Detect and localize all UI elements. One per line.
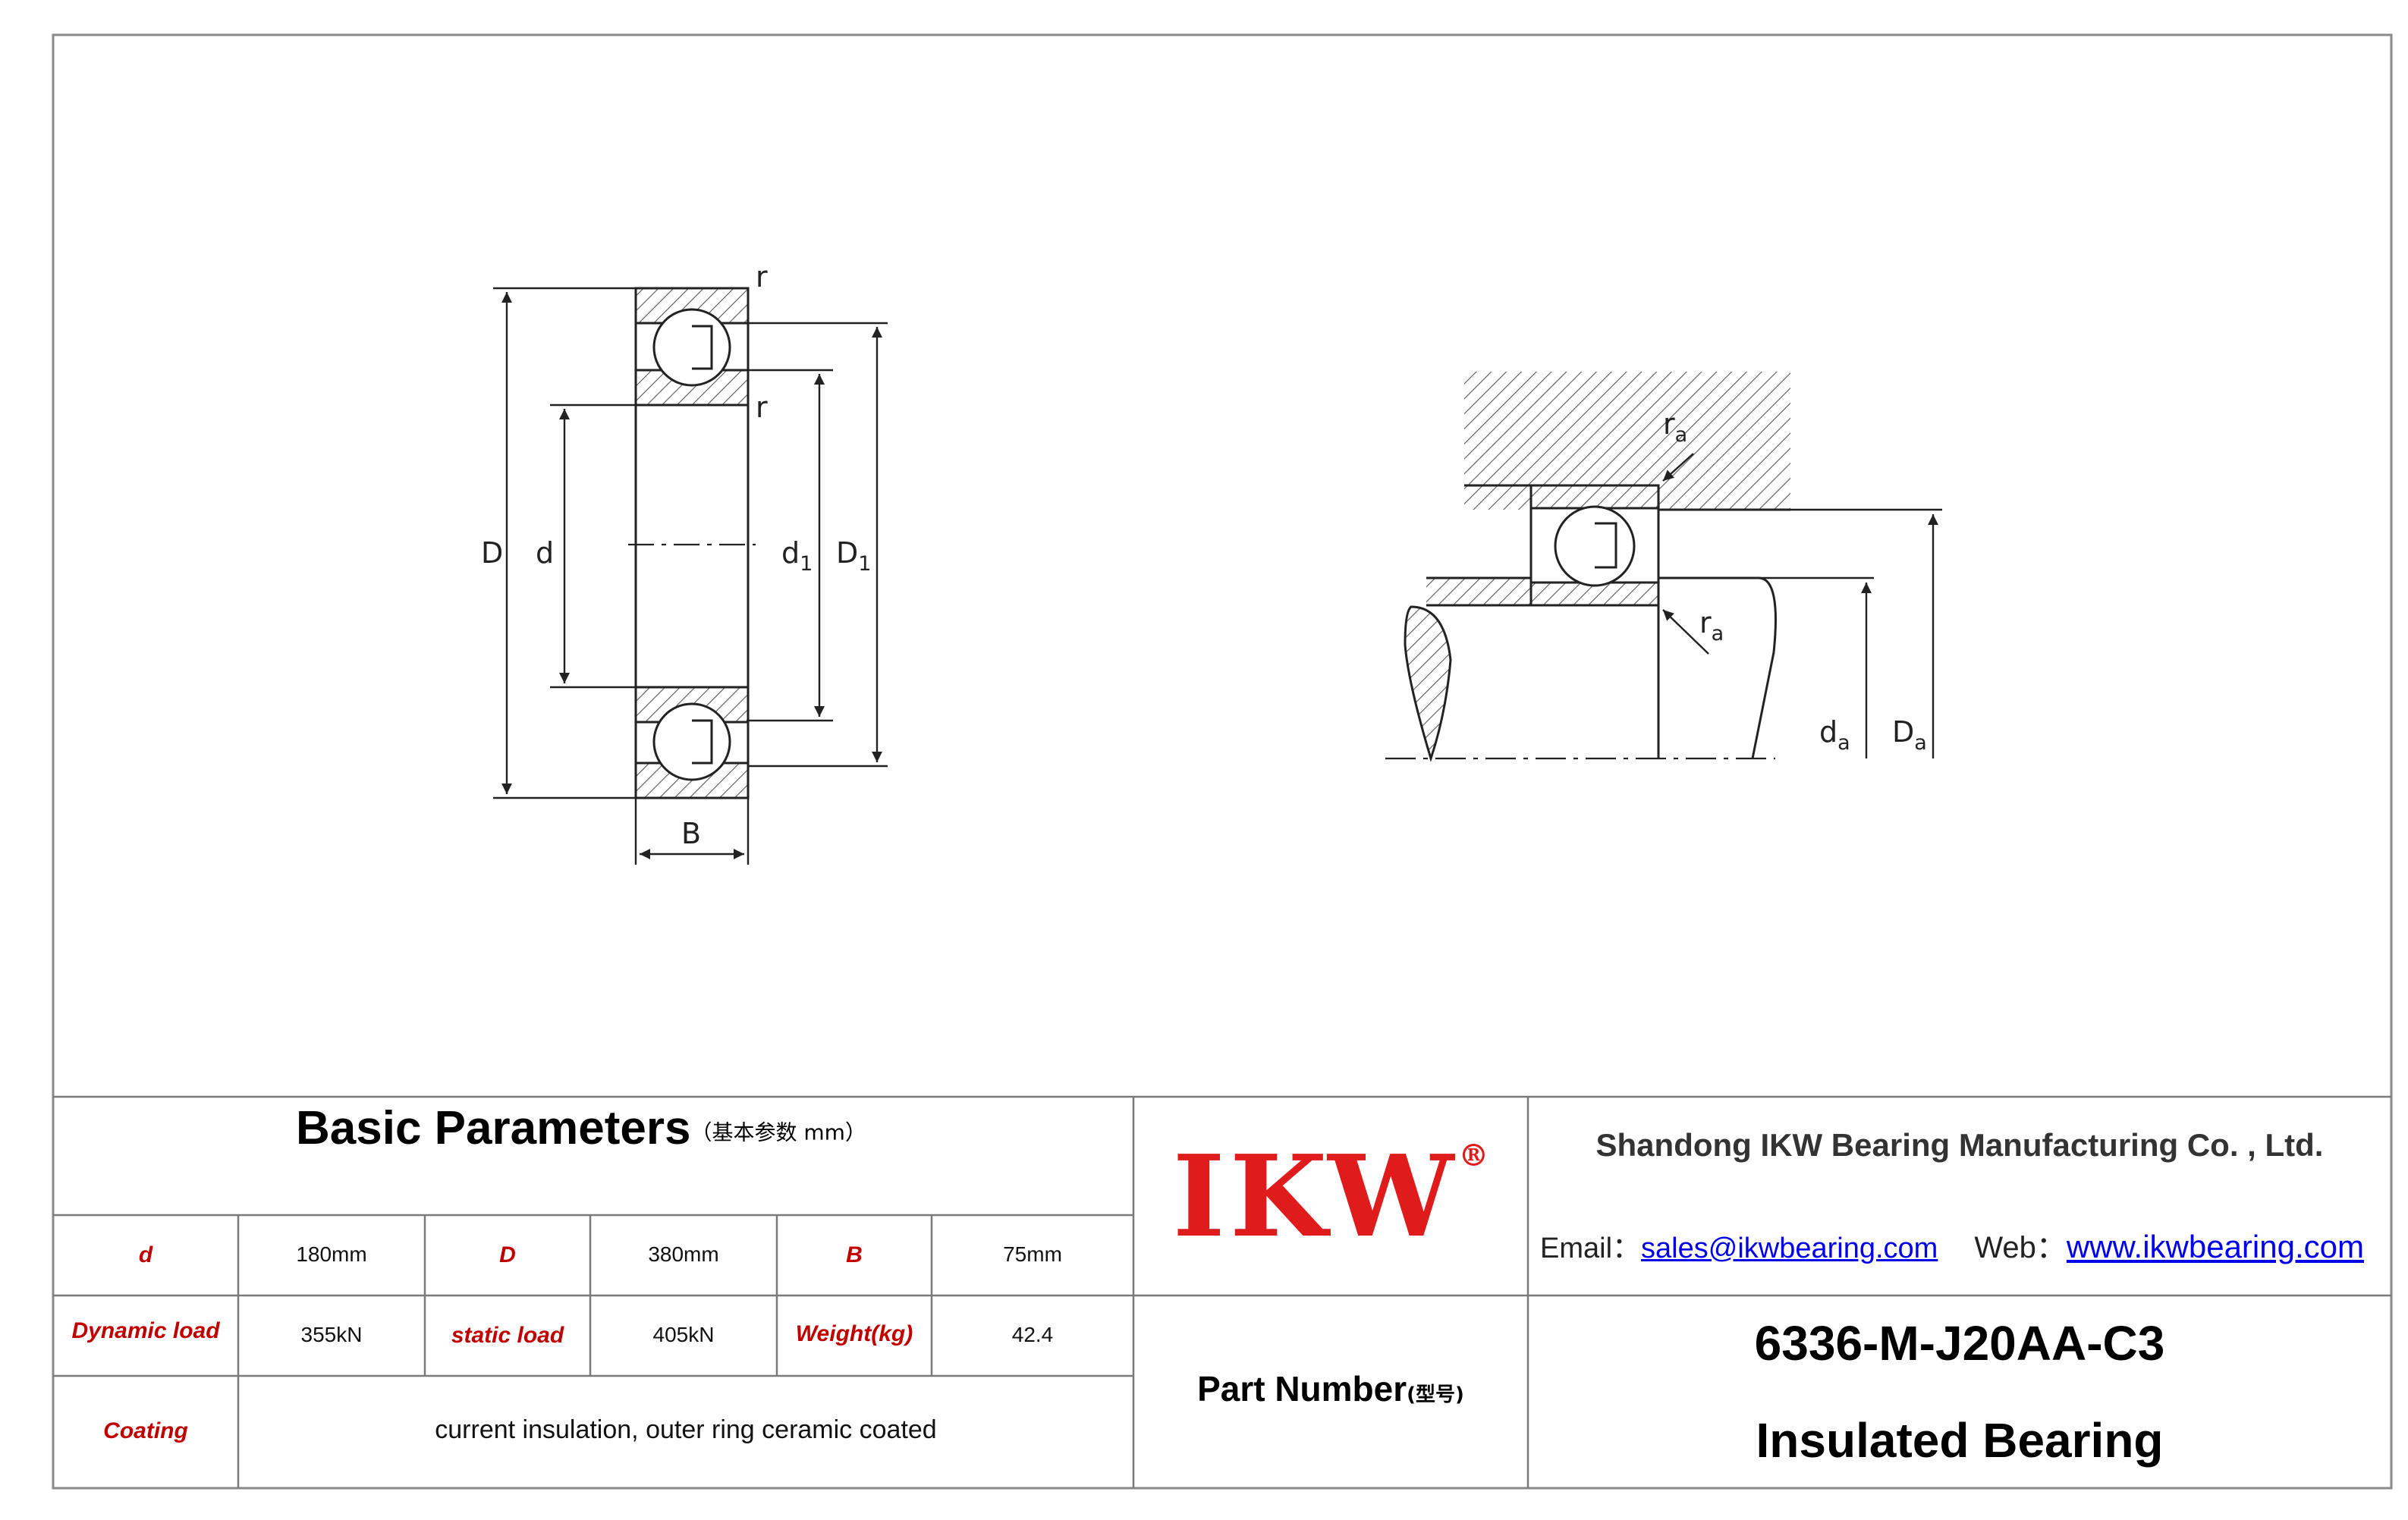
registered-mark: ®	[1458, 1138, 1489, 1173]
web-link[interactable]: www.ikwbearing.com	[2066, 1229, 2364, 1264]
param-value-D: 380mm	[648, 1242, 719, 1266]
ikw-logo: IKW®	[1133, 1130, 1528, 1262]
label-ra-top: ra	[1663, 407, 1687, 447]
label-ra-bottom: ra	[1699, 606, 1724, 645]
email-link[interactable]: sales@ikwbearing.com	[1641, 1233, 1938, 1264]
dimension-lines	[493, 287, 888, 865]
params-title-note: （基本参数 mm）	[690, 1120, 866, 1145]
param-label-static-load: static load	[451, 1323, 564, 1348]
part-type: Insulated Bearing	[1756, 1413, 2164, 1468]
param-label-B: B	[846, 1242, 863, 1267]
web-label: Web：	[1974, 1231, 2067, 1264]
label-Da: Da	[1892, 715, 1927, 755]
param-label-D: D	[499, 1242, 516, 1267]
label-d1: d1	[781, 536, 813, 576]
param-value-B: 75mm	[1003, 1242, 1062, 1266]
label-D1: D1	[836, 536, 871, 576]
param-label-weight: Weight(kg)	[795, 1321, 913, 1346]
param-value-weight: 42.4	[1011, 1323, 1054, 1346]
param-value-dynamic-load: 355kN	[300, 1323, 363, 1346]
part-number-label: Part Number(型号)	[1197, 1369, 1464, 1409]
param-label-d: d	[138, 1242, 153, 1267]
param-label-coating: Coating	[103, 1418, 188, 1443]
mounting-drawing	[1385, 372, 1942, 762]
label-da: da	[1819, 715, 1850, 755]
label-B: B	[681, 817, 701, 850]
ikw-logo-text: IKW	[1172, 1130, 1459, 1262]
param-value-d: 180mm	[296, 1242, 367, 1266]
title-block-grid	[53, 1095, 2391, 1488]
company-name: Shandong IKW Bearing Manufacturing Co. ,…	[1595, 1127, 2324, 1163]
part-number-label-note: (型号)	[1407, 1383, 1464, 1406]
params-title: Basic Parameters（基本参数 mm）	[296, 1102, 866, 1154]
label-r-top: r	[756, 260, 768, 294]
param-value-static-load: 405kN	[652, 1323, 715, 1346]
param-value-coating: current insulation, outer ring ceramic c…	[435, 1415, 937, 1444]
label-r-mid: r	[756, 391, 768, 424]
param-label-dynamic-load: Dynamic load	[71, 1318, 220, 1343]
label-d: d	[536, 536, 554, 570]
sheet-border	[52, 33, 2393, 1490]
email-label: Email：	[1540, 1233, 1642, 1264]
company-contact: Email：sales@ikwbearing.com Web：www.ikwbea…	[1540, 1223, 2364, 1267]
label-D: D	[481, 536, 503, 570]
part-number: 6336-M-J20AA-C3	[1754, 1316, 2165, 1371]
bearing-section-drawing	[628, 287, 756, 799]
